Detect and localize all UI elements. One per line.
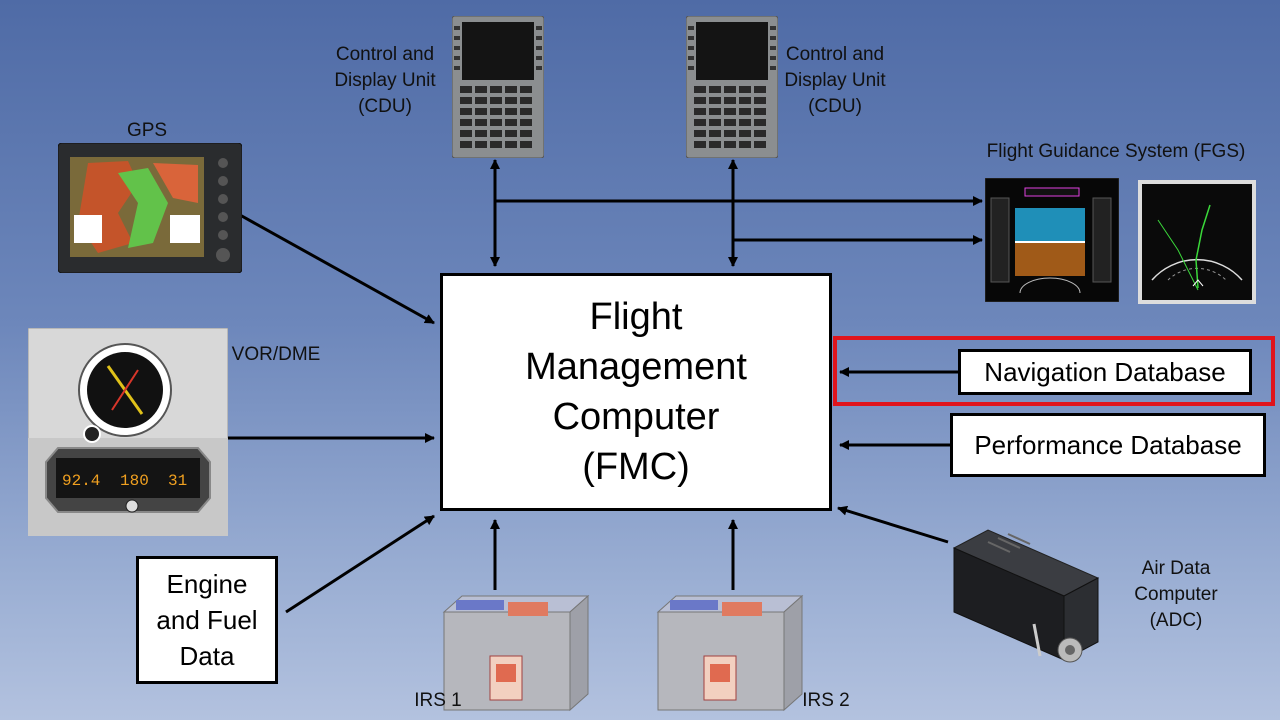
pfd-display-icon (985, 178, 1119, 302)
performance-database-box: Performance Database (950, 413, 1266, 477)
navigation-database-highlight (833, 336, 1275, 406)
vor-freq-readout: 92.4 (62, 472, 100, 490)
cdu-left-label: Control and Display Unit (CDU) (334, 44, 436, 117)
cdu-right-label: Control and Display Unit (CDU) (784, 44, 886, 117)
irs1-label: IRS 1 (414, 690, 462, 711)
cdu-left-icon (452, 16, 544, 158)
gps-unit-icon (58, 143, 242, 273)
cdu-right-icon (686, 16, 778, 158)
air-data-computer-icon (952, 529, 1100, 663)
gps-arrow (239, 213, 435, 325)
engine-fuel-data-box: Engine and Fuel Data (136, 556, 278, 684)
adc-arrow (837, 505, 949, 544)
irs1-unit-icon (442, 594, 590, 712)
navigation-database-box: Navigation Database (958, 349, 1252, 395)
irs2-unit-icon (656, 594, 804, 712)
gps-label: GPS (126, 120, 168, 141)
engine-arrow (285, 514, 435, 614)
nd-display-icon (1138, 180, 1256, 304)
vor-dme-panel-icon: 92.4 180 31 (28, 328, 228, 536)
fmc-box: Flight Management Computer (FMC) (440, 273, 832, 511)
irs2-label: IRS 2 (802, 690, 850, 711)
vor-course-readout: 180 (120, 472, 149, 490)
fgs-label: Flight Guidance System (FGS) (986, 141, 1246, 162)
vor-dist-readout: 31 (168, 472, 187, 490)
adc-label: Air Data Computer (ADC) (1134, 558, 1218, 631)
vor-dme-label: VOR/DME (231, 344, 321, 365)
